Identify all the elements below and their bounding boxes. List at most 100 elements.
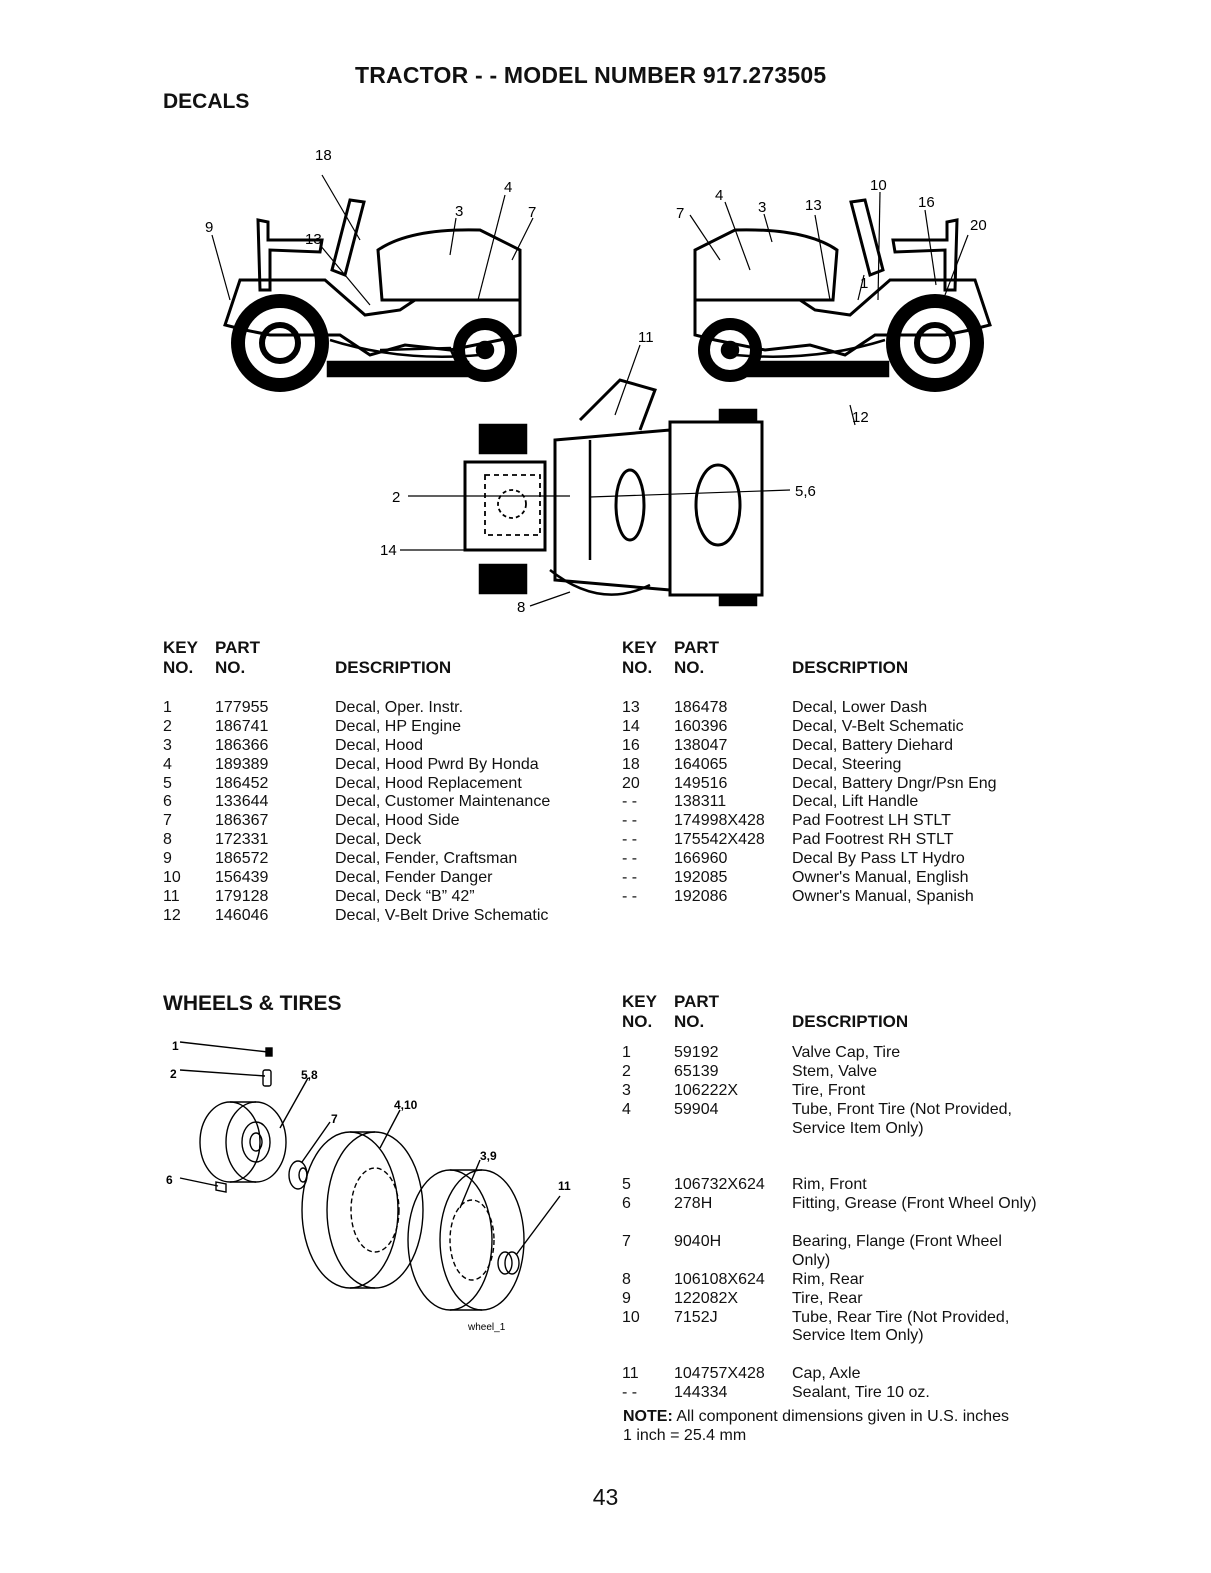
description: Bearing, Flange (Front Wheel Only)	[792, 1232, 1002, 1269]
table-row: 16 138047 Decal, Battery Diehard	[622, 737, 1062, 756]
callout-5-8: 5,8	[301, 1068, 318, 1082]
callout-11: 11	[558, 1179, 571, 1193]
table-row: 11 179128 Decal, Deck “B” 42”	[163, 888, 603, 907]
description: Owner's Manual, Spanish	[792, 887, 974, 905]
callout-1: 1	[860, 275, 868, 292]
key-no: - -	[622, 850, 638, 868]
key-no: 13	[622, 699, 640, 716]
decals-right-header-part: PART NO.	[674, 638, 719, 678]
key-no: 8	[622, 1270, 631, 1288]
callout-3-right: 3	[758, 199, 766, 216]
key-no: 9	[163, 850, 172, 868]
leader-line	[179, 1041, 269, 1053]
part-no: 172331	[215, 831, 269, 849]
part-no: 160396	[674, 717, 728, 735]
leader-line	[179, 1177, 219, 1187]
wheels-tires-heading: WHEELS & TIRES	[163, 992, 342, 1015]
description: Decal, Battery Diehard	[792, 736, 953, 754]
key-no: 20	[622, 774, 640, 792]
header-part-line2: NO.	[674, 1012, 705, 1031]
header-part-line2: NO.	[674, 658, 705, 677]
callout-8: 8	[517, 599, 525, 616]
key-no: - -	[622, 887, 638, 905]
part-no: 166960	[674, 850, 728, 868]
part-no: 106108X624	[674, 1270, 765, 1288]
part-no: 146046	[215, 906, 269, 924]
description: Decal, Deck “B” 42”	[335, 887, 475, 905]
key-no: 16	[622, 736, 640, 754]
part-no: 278H	[674, 1195, 713, 1213]
key-no: 1	[163, 699, 172, 716]
callout-6: 6	[166, 1173, 173, 1187]
description: Fitting, Grease (Front Wheel Only)	[792, 1195, 1037, 1213]
decals-heading: DECALS	[163, 90, 250, 113]
part-no: 179128	[215, 887, 269, 905]
description: Decal, Customer Maintenance	[335, 793, 551, 811]
part-no: 186478	[674, 699, 728, 716]
callout-4-10: 4,10	[394, 1098, 418, 1112]
description: Decal, Hood Pwrd By Honda	[335, 755, 539, 773]
description: Decal, Hood	[335, 736, 424, 754]
callout-11: 11	[638, 329, 654, 346]
callout-10: 10	[870, 177, 887, 194]
key-no: 6	[163, 793, 172, 811]
part-no: 189389	[215, 755, 269, 773]
description: Tube, Front Tire (Not Provided, Service …	[792, 1100, 1012, 1137]
description: Tire, Rear	[792, 1289, 863, 1307]
key-no: 11	[163, 887, 180, 905]
part-no: 138047	[674, 736, 728, 754]
header-key-line2: NO.	[622, 658, 653, 677]
note-line1: NOTE: All component dimensions given in …	[623, 1407, 1009, 1426]
callout-7: 7	[331, 1112, 338, 1126]
note-label: NOTE:	[623, 1408, 673, 1425]
key-no: 10	[163, 869, 181, 887]
description: Decal, Fender, Craftsman	[335, 850, 518, 868]
part-no: 106222X	[674, 1081, 739, 1099]
key-no: 1	[622, 1044, 631, 1061]
callout-3-9: 3,9	[480, 1149, 497, 1163]
header-key-line2: NO.	[163, 658, 194, 677]
callout-5-6: 5,6	[795, 483, 816, 500]
part-no: 133644	[215, 793, 269, 811]
tractor-right-side-view	[693, 198, 992, 392]
description: Decal, Steering	[792, 755, 902, 773]
table-row: 6 133644 Decal, Customer Maintenance	[163, 793, 603, 812]
leader-line	[179, 1069, 266, 1077]
description: Decal, Battery Dngr/Psn Eng	[792, 774, 997, 792]
key-no: - -	[622, 869, 638, 887]
part-no: 156439	[215, 869, 269, 887]
key-no: 2	[163, 717, 172, 735]
description: Decal By Pass LT Hydro	[792, 850, 965, 868]
description: Decal, Hood Side	[335, 812, 460, 830]
header-key-line1: KEY	[622, 992, 657, 1011]
part-no: 174998X428	[674, 812, 765, 830]
callout-20: 20	[970, 217, 987, 234]
decals-left-header-key: KEY NO.	[163, 638, 198, 678]
rear-tire-icon	[407, 1169, 525, 1311]
page-title: TRACTOR - - MODEL NUMBER 917.273505	[355, 62, 827, 88]
part-no: 9040H	[674, 1232, 722, 1250]
header-key-line1: KEY	[622, 638, 657, 657]
key-no: 18	[622, 755, 640, 773]
key-no: - -	[622, 1384, 638, 1402]
part-no: 138311	[674, 793, 727, 811]
table-row: - - 166960 Decal By Pass LT Hydro	[622, 850, 1062, 869]
callout-4-left: 4	[504, 179, 512, 196]
wheels-header-key: KEY NO.	[622, 992, 657, 1032]
part-no: 164065	[674, 755, 728, 773]
tractor-top-view	[463, 378, 764, 607]
grease-fitting-icon	[215, 1181, 227, 1193]
key-no: 9	[622, 1289, 631, 1307]
key-no: 3	[622, 1081, 631, 1099]
